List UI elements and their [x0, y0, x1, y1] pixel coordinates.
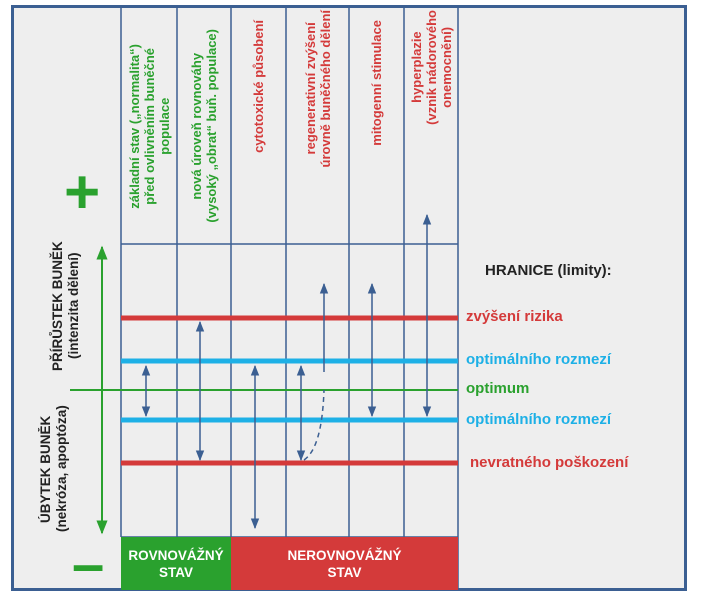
cell-gain-label: PŘÍRŮSTEK BUNĚK (intenzita dělení) [50, 241, 81, 371]
column-header-text: nová úroveň rovnováhy (vysoký „obrat“ bu… [189, 29, 219, 223]
limits-title: HRANICE (limity): [485, 262, 612, 279]
column-header-regenerative: regenerativní zvýšení úrovně buněčného d… [286, 10, 349, 242]
column-header-mitogenic: mitogenní stimulace [349, 10, 404, 252]
column-header-text: základní stav („normalita“) před ovlivně… [126, 43, 172, 209]
column-header-hyperplasia: hyperplazie (vznik nádorového onemocnění… [404, 10, 458, 242]
plus-sign: + [64, 158, 101, 227]
column-header-text: hyperplazie (vznik nádorového onemocnění… [408, 10, 454, 125]
equilibrium-state-box: ROVNOVÁŽNÝ STAV [121, 537, 231, 590]
column-header-cytotoxic: cytotoxické působení [231, 10, 286, 252]
column-header-text: cytotoxické působení [251, 20, 266, 153]
regenerative-dashed-link [303, 389, 325, 461]
column-dividers [120, 8, 459, 590]
column-header-text: regenerativní zvýšení úrovně buněčného d… [302, 10, 333, 168]
limit-label-optimal-lower: optimálního rozmezí [466, 411, 612, 428]
column-header-baseline: základní stav („normalita“) před ovlivně… [121, 10, 177, 242]
limit-label-optimum: optimum [466, 380, 530, 397]
limit-label-damage: nevratného poškození [470, 454, 629, 471]
column-header-new-equilibrium: nová úroveň rovnováhy (vysoký „obrat“ bu… [177, 10, 231, 242]
cell-loss-label: ÚBYTEK BUNĚK (nekróza, apoptóza) [38, 405, 69, 533]
non-equilibrium-state-box: NEROVNOVÁŽNÝ STAV [231, 537, 458, 590]
column-header-text: mitogenní stimulace [369, 20, 384, 146]
minus-sign: – [72, 532, 105, 597]
limit-label-risk: zvýšení rizika [466, 308, 563, 325]
limit-label-optimal-upper: optimálního rozmezí [466, 351, 612, 368]
